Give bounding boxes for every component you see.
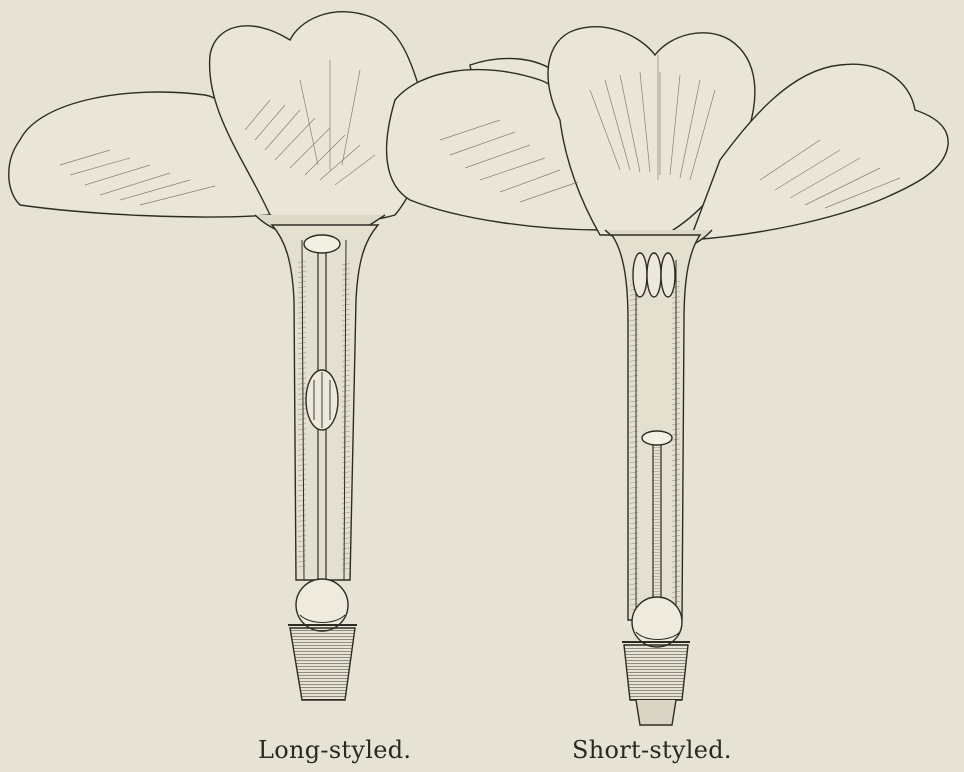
short-stem <box>636 700 676 725</box>
short-anthers <box>633 253 675 297</box>
long-stigma <box>304 235 340 253</box>
caption-long-styled: Long-styled. <box>258 736 411 764</box>
short-calyx <box>624 645 688 700</box>
long-ovary <box>296 579 348 631</box>
short-styled-flower <box>387 27 949 725</box>
caption-short-styled: Short-styled. <box>572 736 732 764</box>
long-calyx <box>290 628 355 700</box>
long-styled-flower <box>9 12 424 700</box>
short-stigma <box>642 431 672 445</box>
